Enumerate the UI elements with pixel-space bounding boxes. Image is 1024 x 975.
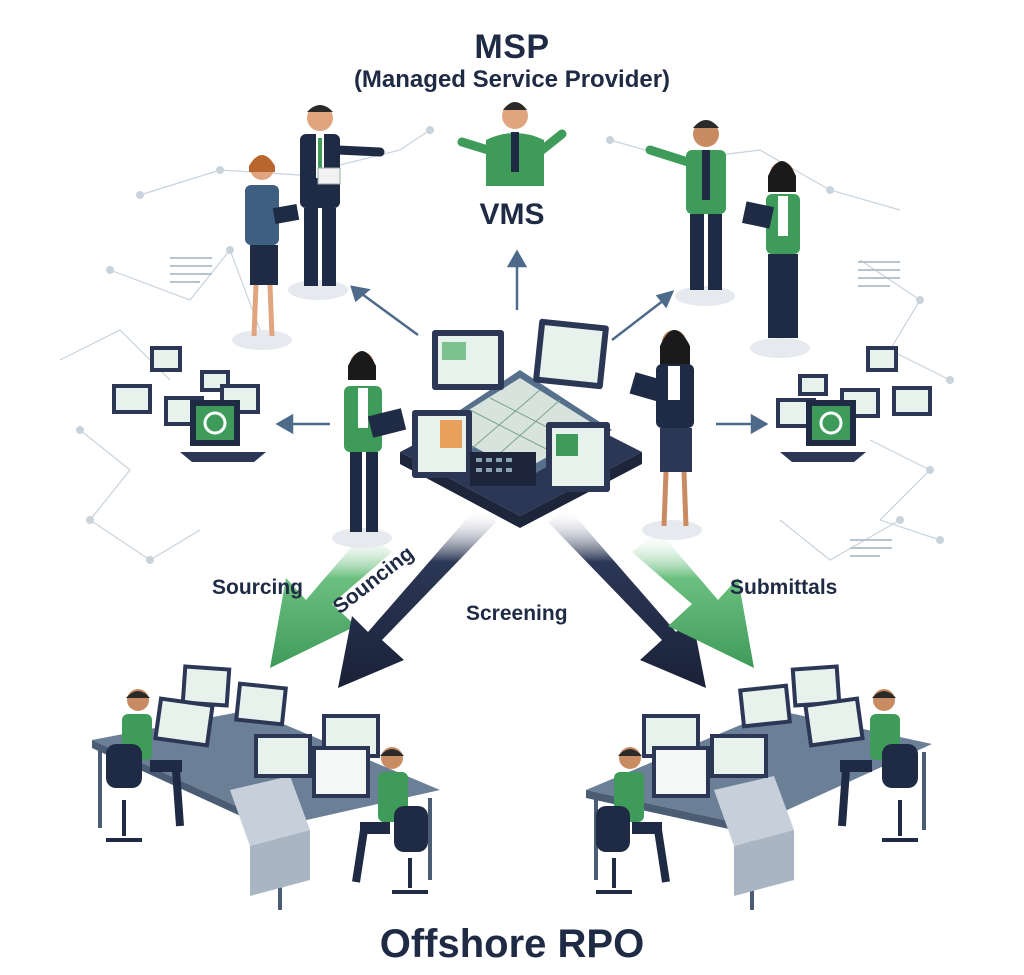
flow-label-screening: Screening <box>466 602 568 625</box>
flow-label-sourcing: Sourcing <box>212 576 304 599</box>
network-nodes <box>76 126 954 564</box>
vms-hub <box>400 318 642 528</box>
msp-title: MSP <box>474 28 550 66</box>
arrow-green-left <box>270 530 392 668</box>
arrow-navy-left <box>338 508 496 688</box>
arrow-navy-right <box>548 508 706 688</box>
left-screen-cluster <box>112 346 266 462</box>
man-presenting-figure <box>300 105 385 286</box>
hub-arrows <box>275 249 769 435</box>
msp-subtitle: (Managed Service Provider) <box>353 66 671 93</box>
woman-middle-right-figure <box>629 330 694 527</box>
left-workstation <box>92 664 440 910</box>
offshore-rpo-title: Offshore RPO <box>379 922 645 966</box>
woman-right-tablet-figure <box>742 161 800 338</box>
flow-arrows <box>270 508 754 688</box>
msp-manager-figure <box>457 102 567 186</box>
document-lines-icon <box>170 257 900 557</box>
man-green-jacket-figure <box>645 120 726 290</box>
woman-tablet-figure <box>245 155 300 337</box>
vms-label: VMS <box>479 198 545 231</box>
woman-middle-left-figure <box>344 351 407 532</box>
arrow-green-right <box>632 530 754 668</box>
right-workstation <box>586 664 932 910</box>
flow-label-submittals: Submittals <box>730 576 838 599</box>
right-screen-cluster <box>776 346 932 462</box>
